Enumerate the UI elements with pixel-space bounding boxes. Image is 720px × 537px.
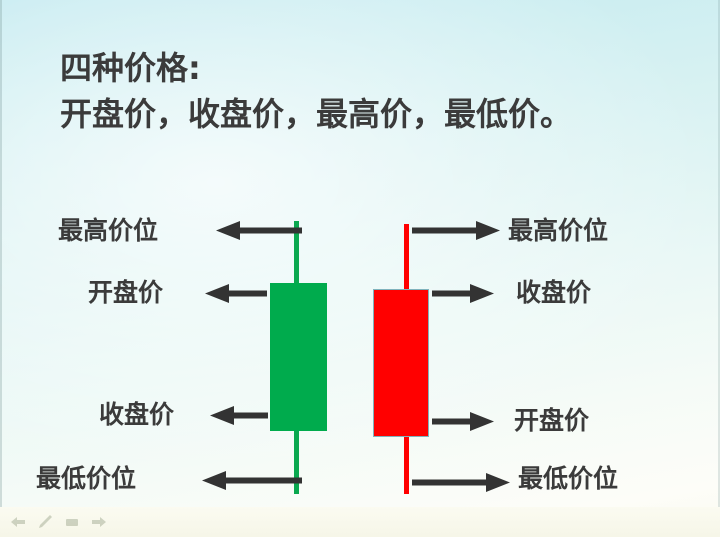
title-line-2: 开盘价，收盘价，最高价，最低价。: [60, 95, 573, 133]
label-red-close: 收盘价: [516, 278, 592, 307]
arrow-red-close: [432, 283, 494, 305]
label-red-open: 开盘价: [514, 406, 590, 435]
arrow-red-high: [412, 220, 500, 242]
label-green-high: 最高价位: [58, 216, 159, 245]
arrow-green-close: [210, 405, 268, 427]
label-green-low: 最低价位: [36, 464, 137, 493]
arrow-red-open: [432, 411, 494, 433]
label-green-close: 收盘价: [99, 400, 175, 429]
arrow-red-low: [412, 472, 510, 494]
arrow-green-high: [216, 220, 302, 242]
arrow-green-open: [205, 283, 267, 305]
slide-title: 四种价格: 开盘价，收盘价，最高价，最低价。: [60, 46, 680, 136]
next-arrow-icon[interactable]: [91, 514, 107, 530]
green-candle-body: [270, 283, 327, 431]
slide-right-edge: [718, 0, 720, 537]
arrow-green-low: [202, 470, 302, 492]
title-line-1: 四种价格:: [60, 49, 201, 87]
presentation-toolbar: [0, 507, 720, 537]
slide-icon[interactable]: [64, 514, 80, 530]
label-red-low: 最低价位: [518, 464, 619, 493]
previous-arrow-icon[interactable]: [10, 514, 26, 530]
red-candle-body: [373, 289, 429, 437]
label-green-open: 开盘价: [88, 278, 164, 307]
slide-left-edge: [0, 0, 2, 537]
pen-icon[interactable]: [37, 514, 53, 530]
label-red-high: 最高价位: [508, 216, 609, 245]
